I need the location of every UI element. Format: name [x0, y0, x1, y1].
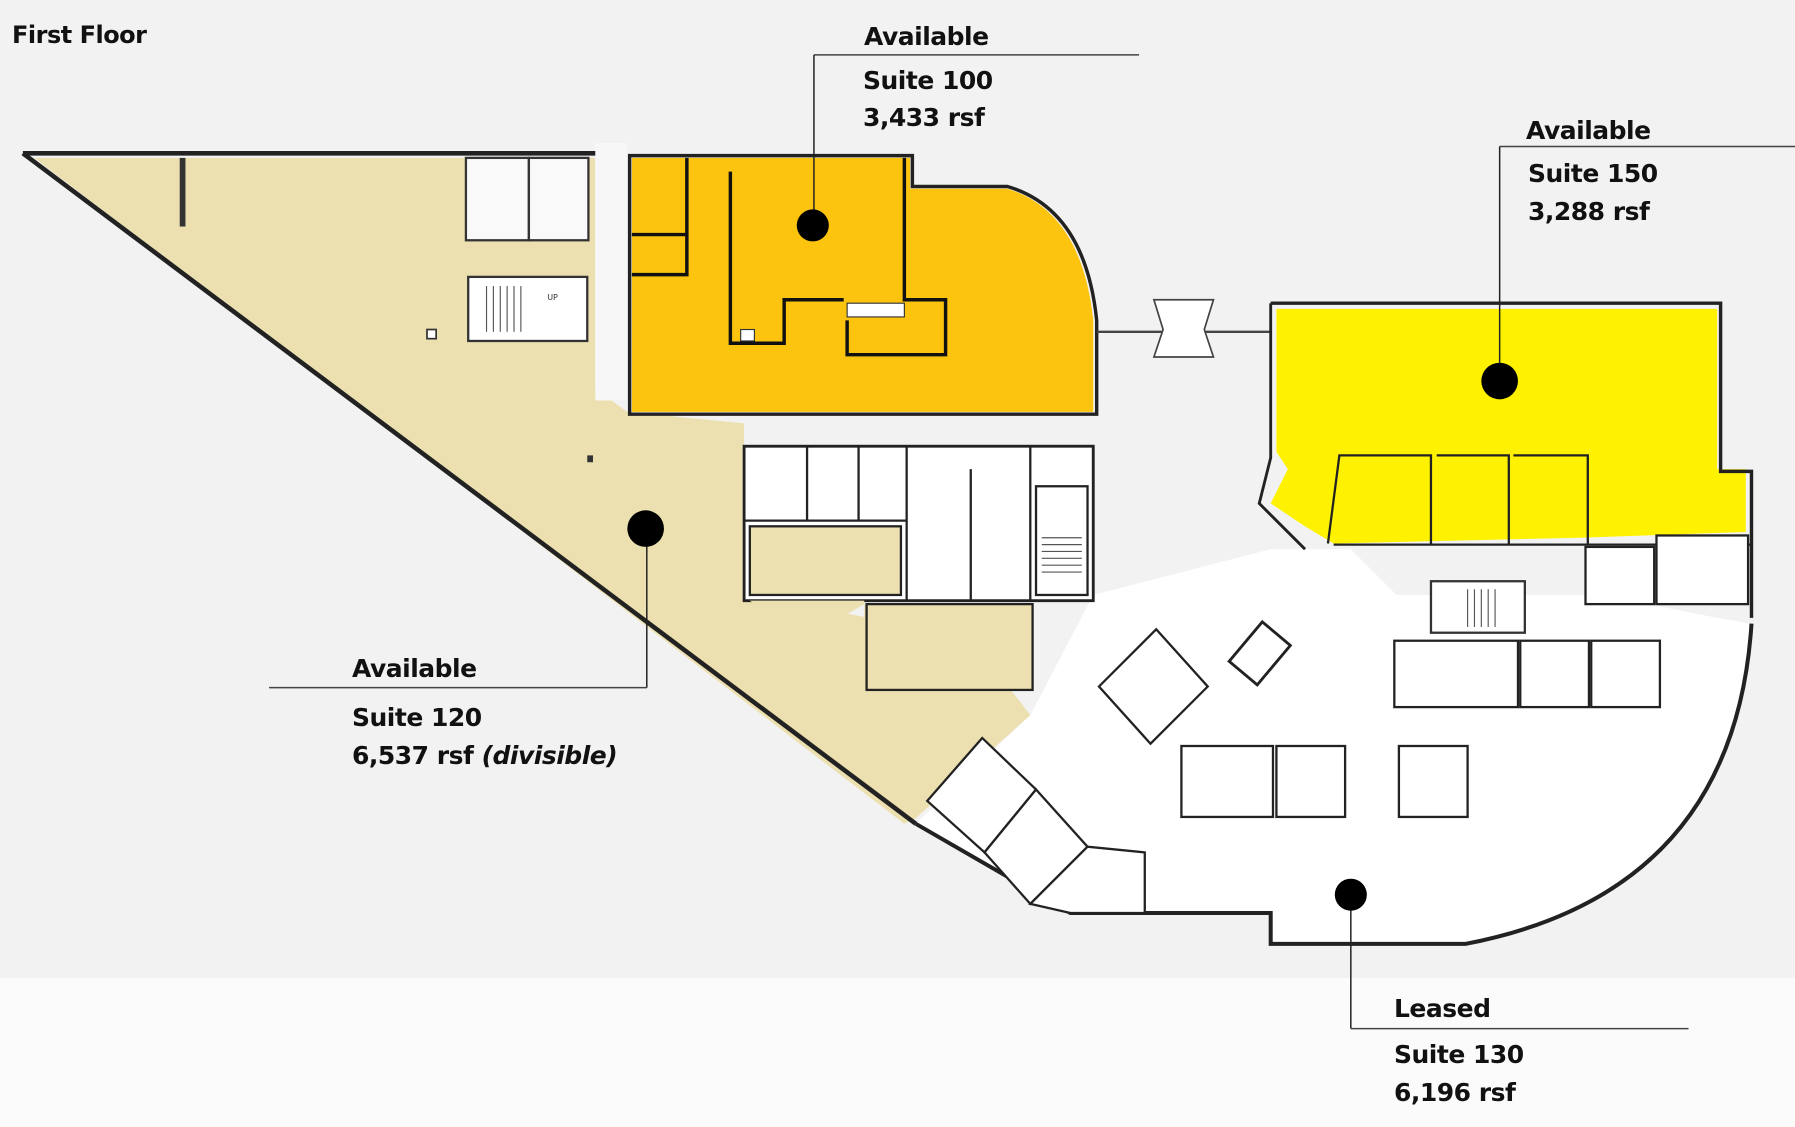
suite-120-area-text: 6,537 rsf — [352, 741, 474, 770]
suite-130-marker[interactable] — [1334, 878, 1367, 911]
suite-120-name: Suite 120 — [352, 703, 482, 732]
suite-120-area[interactable] — [34, 157, 1031, 824]
suite-100-status: Available — [864, 22, 989, 51]
suite-120-marker[interactable] — [627, 510, 664, 547]
suite-130-status: Leased — [1394, 994, 1491, 1023]
suite-120-note: (divisible) — [481, 741, 618, 770]
suite-100-area[interactable] — [631, 157, 1094, 412]
suite-150-status: Available — [1526, 116, 1651, 145]
suite-100-area-text: 3,433 rsf — [863, 103, 985, 132]
suite-130-area-text: 6,196 rsf — [1394, 1078, 1516, 1107]
floor-title: First Floor — [12, 21, 147, 49]
suite-100-marker[interactable] — [796, 209, 829, 242]
suite-120-status: Available — [352, 654, 477, 683]
suite-130-name: Suite 130 — [1394, 1040, 1524, 1069]
suite-150-area[interactable] — [1270, 308, 1746, 544]
suite-markers — [269, 54, 1795, 1030]
suite-100-name: Suite 100 — [863, 66, 993, 95]
suite-120-area-line: 6,537 rsf (divisible) — [352, 741, 618, 770]
stair-up-label: UP — [547, 293, 558, 302]
suite-150-area-text: 3,288 rsf — [1528, 197, 1650, 226]
suite-150-name: Suite 150 — [1528, 159, 1658, 188]
suite-150-marker[interactable] — [1481, 362, 1518, 400]
